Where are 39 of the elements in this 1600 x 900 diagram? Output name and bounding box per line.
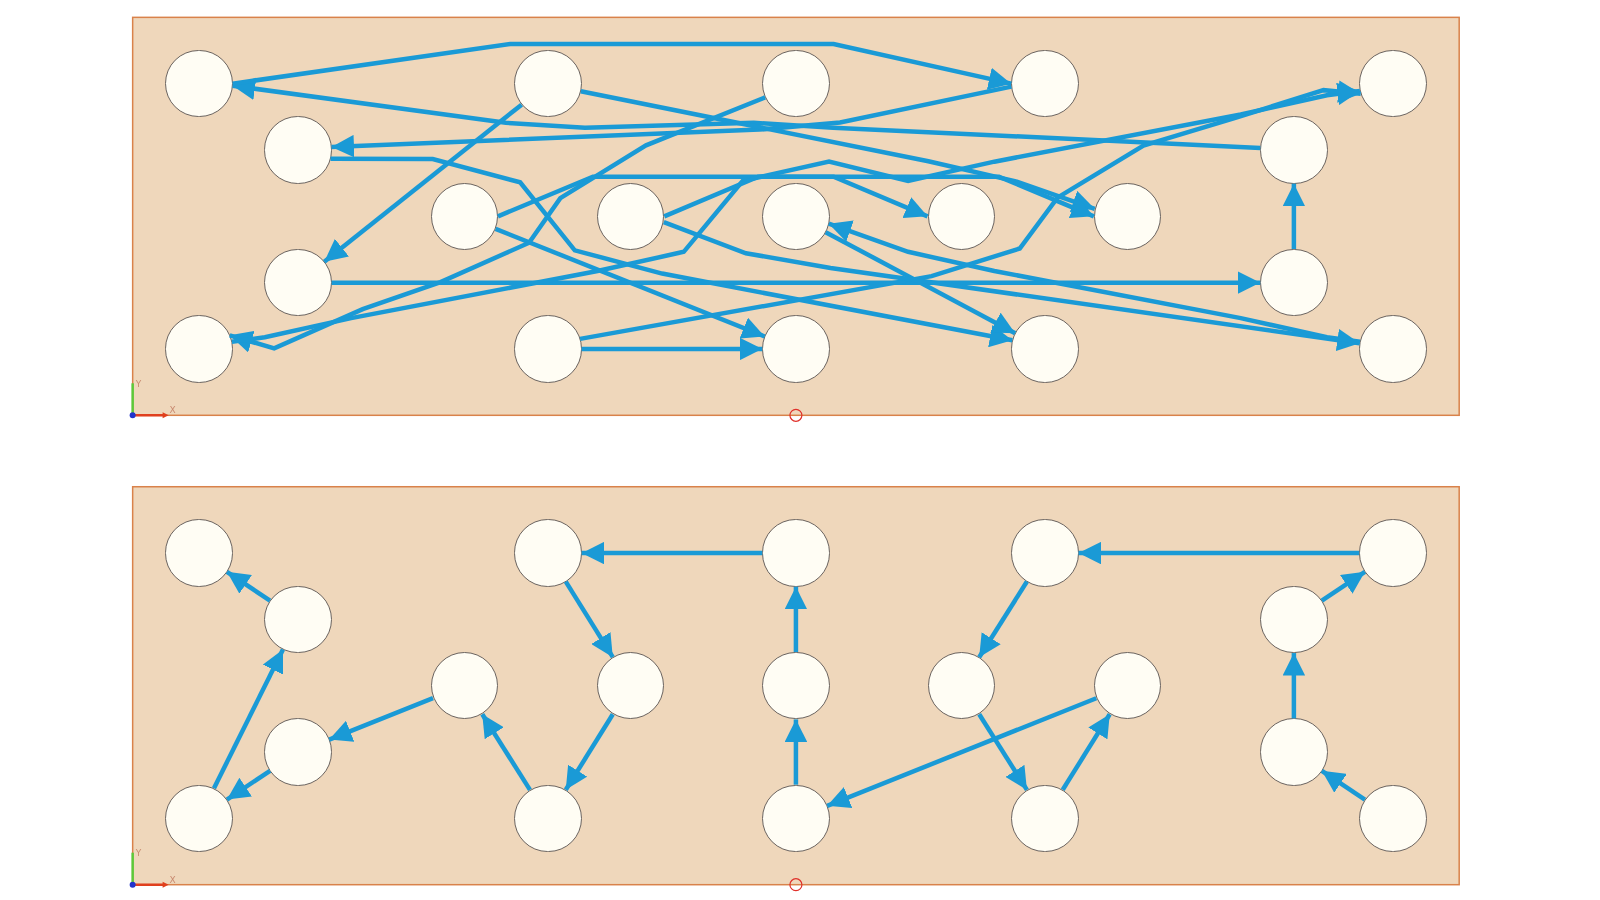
arrow [229, 95, 766, 353]
arrow [497, 174, 1095, 219]
arrow [231, 82, 1361, 344]
arrow [581, 541, 763, 565]
arrow [563, 580, 615, 659]
arrow [1060, 713, 1112, 791]
axis-label: X [169, 875, 176, 885]
arrow [663, 220, 1360, 352]
axis-label: Y [135, 379, 142, 389]
arrow [784, 719, 808, 785]
arrow [328, 696, 434, 742]
arrow [580, 89, 1096, 213]
arrow [977, 580, 1029, 659]
arrow [1282, 183, 1306, 249]
arrow [977, 713, 1029, 792]
axis-label: Y [135, 848, 142, 858]
arrow [1282, 653, 1306, 719]
arrow [579, 80, 1361, 342]
arrow [826, 696, 1098, 808]
arrow [1320, 768, 1367, 802]
arrow [331, 271, 1261, 294]
arrow [211, 648, 285, 790]
axis-label: X [169, 406, 176, 416]
arrow [1078, 541, 1360, 565]
arrow [225, 569, 272, 603]
arrow [322, 102, 523, 264]
arrow [494, 226, 766, 339]
arrow [784, 586, 808, 653]
arrow [663, 174, 929, 219]
arrow [1320, 569, 1367, 603]
arrow [824, 230, 1017, 336]
arrow [828, 220, 1361, 344]
arrow [581, 337, 763, 361]
arrow [225, 768, 272, 802]
arrow [232, 41, 1012, 90]
arrow [563, 713, 615, 791]
arrow [480, 713, 532, 792]
arrow [330, 156, 1013, 348]
arrow [331, 84, 1012, 158]
